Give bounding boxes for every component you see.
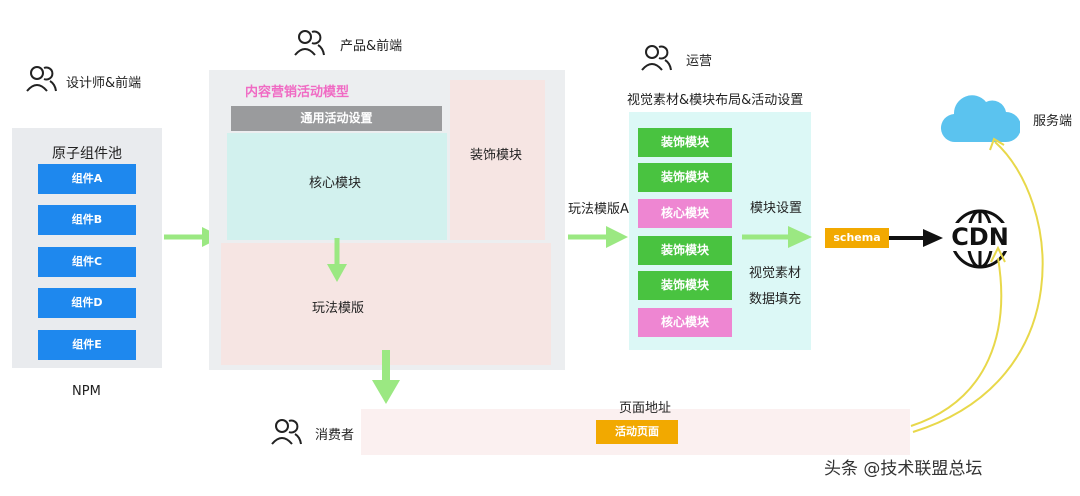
- arrow-model-to-operations: [568, 226, 628, 248]
- module-core-2: 核心模块: [638, 308, 732, 337]
- module-core-1: 核心模块: [638, 199, 732, 228]
- role-product-frontend: 产品&前端: [340, 39, 403, 54]
- watermark: 头条 @技术联盟总坛: [824, 459, 983, 479]
- gameplay-template-block: [221, 243, 551, 365]
- component-c: 组件C: [38, 247, 136, 277]
- decoration-module-label: 装饰模块: [470, 148, 523, 163]
- module-decoration-2: 装饰模块: [638, 163, 732, 192]
- module-settings-label: 模块设置: [750, 201, 803, 216]
- component-b: 组件B: [38, 205, 136, 235]
- arrow-operations-to-schema: [742, 226, 812, 248]
- schema-badge: schema: [825, 228, 889, 248]
- component-e: 组件E: [38, 330, 136, 360]
- arrow-core-to-gameplay: [327, 238, 347, 282]
- template-a-label: 玩法模版A: [568, 202, 629, 217]
- role-server: 服务端: [1033, 114, 1073, 129]
- arrow-schema-to-cdn: [889, 229, 943, 247]
- module-decoration-3: 装饰模块: [638, 236, 732, 265]
- module-decoration-4: 装饰模块: [638, 271, 732, 300]
- module-decoration-1: 装饰模块: [638, 128, 732, 157]
- page-address-label: 页面地址: [619, 401, 672, 416]
- people-icon-product: [294, 29, 326, 61]
- data-fill-label: 数据填充: [749, 292, 802, 307]
- people-icon-consumer: [271, 418, 303, 450]
- pool-title: 原子组件池: [52, 146, 122, 162]
- visual-assets-label: 视觉素材: [749, 266, 802, 281]
- people-icon-operations: [641, 44, 673, 76]
- role-operations: 运营: [686, 54, 713, 69]
- core-module-block: [227, 133, 447, 240]
- gameplay-template-label: 玩法模版: [312, 301, 365, 316]
- cdn-label: CDN: [947, 223, 1013, 251]
- arrow-model-to-consumer: [372, 350, 400, 404]
- activity-page-badge: 活动页面: [596, 420, 678, 444]
- component-d: 组件D: [38, 288, 136, 318]
- core-module-label: 核心模块: [309, 176, 362, 191]
- common-settings-bar: 通用活动设置: [231, 106, 442, 131]
- operations-header: 视觉素材&模块布局&活动设置: [627, 93, 804, 108]
- cloud-icon: [940, 90, 1021, 150]
- people-icon-designer: [26, 65, 58, 97]
- model-title: 内容营销活动模型: [245, 85, 350, 100]
- component-a: 组件A: [38, 164, 136, 194]
- decoration-module-block: [450, 80, 545, 240]
- npm-label: NPM: [72, 384, 101, 399]
- role-designer-frontend: 设计师&前端: [66, 76, 142, 91]
- role-consumer: 消费者: [315, 428, 355, 443]
